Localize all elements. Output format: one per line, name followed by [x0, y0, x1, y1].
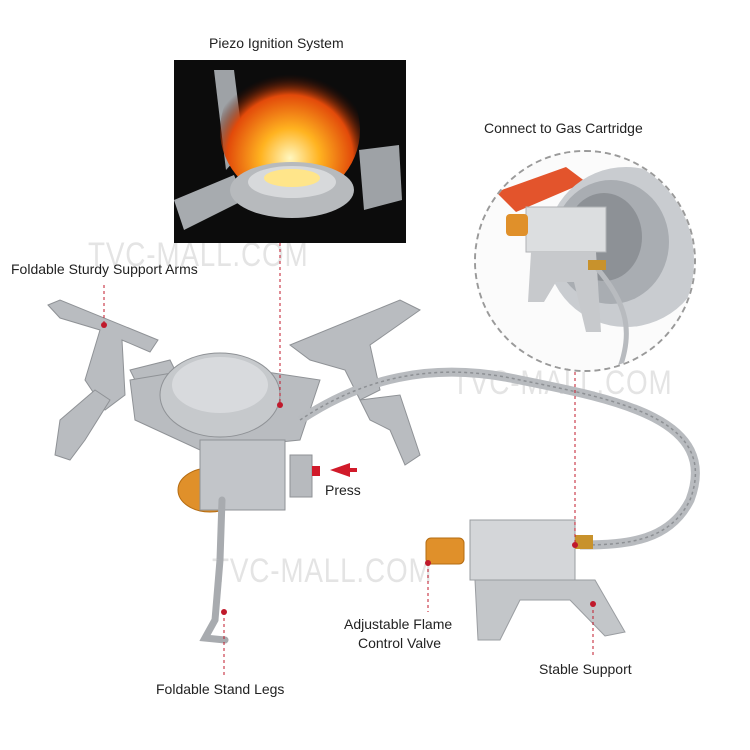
- gas-connector-illustration: [476, 152, 694, 370]
- gas-hose-texture: [299, 371, 697, 546]
- press-arrow: [330, 463, 357, 477]
- piezo-button: [289, 454, 313, 498]
- leader-dots: [101, 322, 596, 615]
- gas-connection-zoom: [474, 150, 696, 372]
- valve-body: [199, 439, 286, 511]
- stable-support-label: Stable Support: [539, 661, 632, 677]
- support-arms-label: Foldable Sturdy Support Arms: [11, 261, 198, 277]
- brass-fitting: [575, 535, 593, 549]
- flame-photo-illustration: [174, 60, 406, 243]
- press-indicator: [312, 466, 320, 476]
- flame-control-knob: [425, 537, 465, 565]
- flame-valve-label-line1: Adjustable Flame: [344, 616, 453, 632]
- regulator-block: [469, 519, 576, 581]
- leader-lines: [103, 243, 594, 678]
- piezo-ignition-label: Piezo Ignition System: [209, 35, 344, 51]
- piezo-flame-photo: [174, 60, 406, 243]
- press-label: Press: [325, 482, 361, 498]
- stand-legs-label: Foldable Stand Legs: [156, 681, 285, 697]
- flame-valve-label-line2: Control Valve: [358, 635, 442, 651]
- watermark-3: TVC-MALL.COM: [212, 552, 433, 590]
- stand-leg: [199, 496, 229, 644]
- burner-top: [172, 357, 268, 413]
- gas-cartridge-label: Connect to Gas Cartridge: [484, 120, 643, 136]
- stable-support-bracket: [474, 579, 626, 641]
